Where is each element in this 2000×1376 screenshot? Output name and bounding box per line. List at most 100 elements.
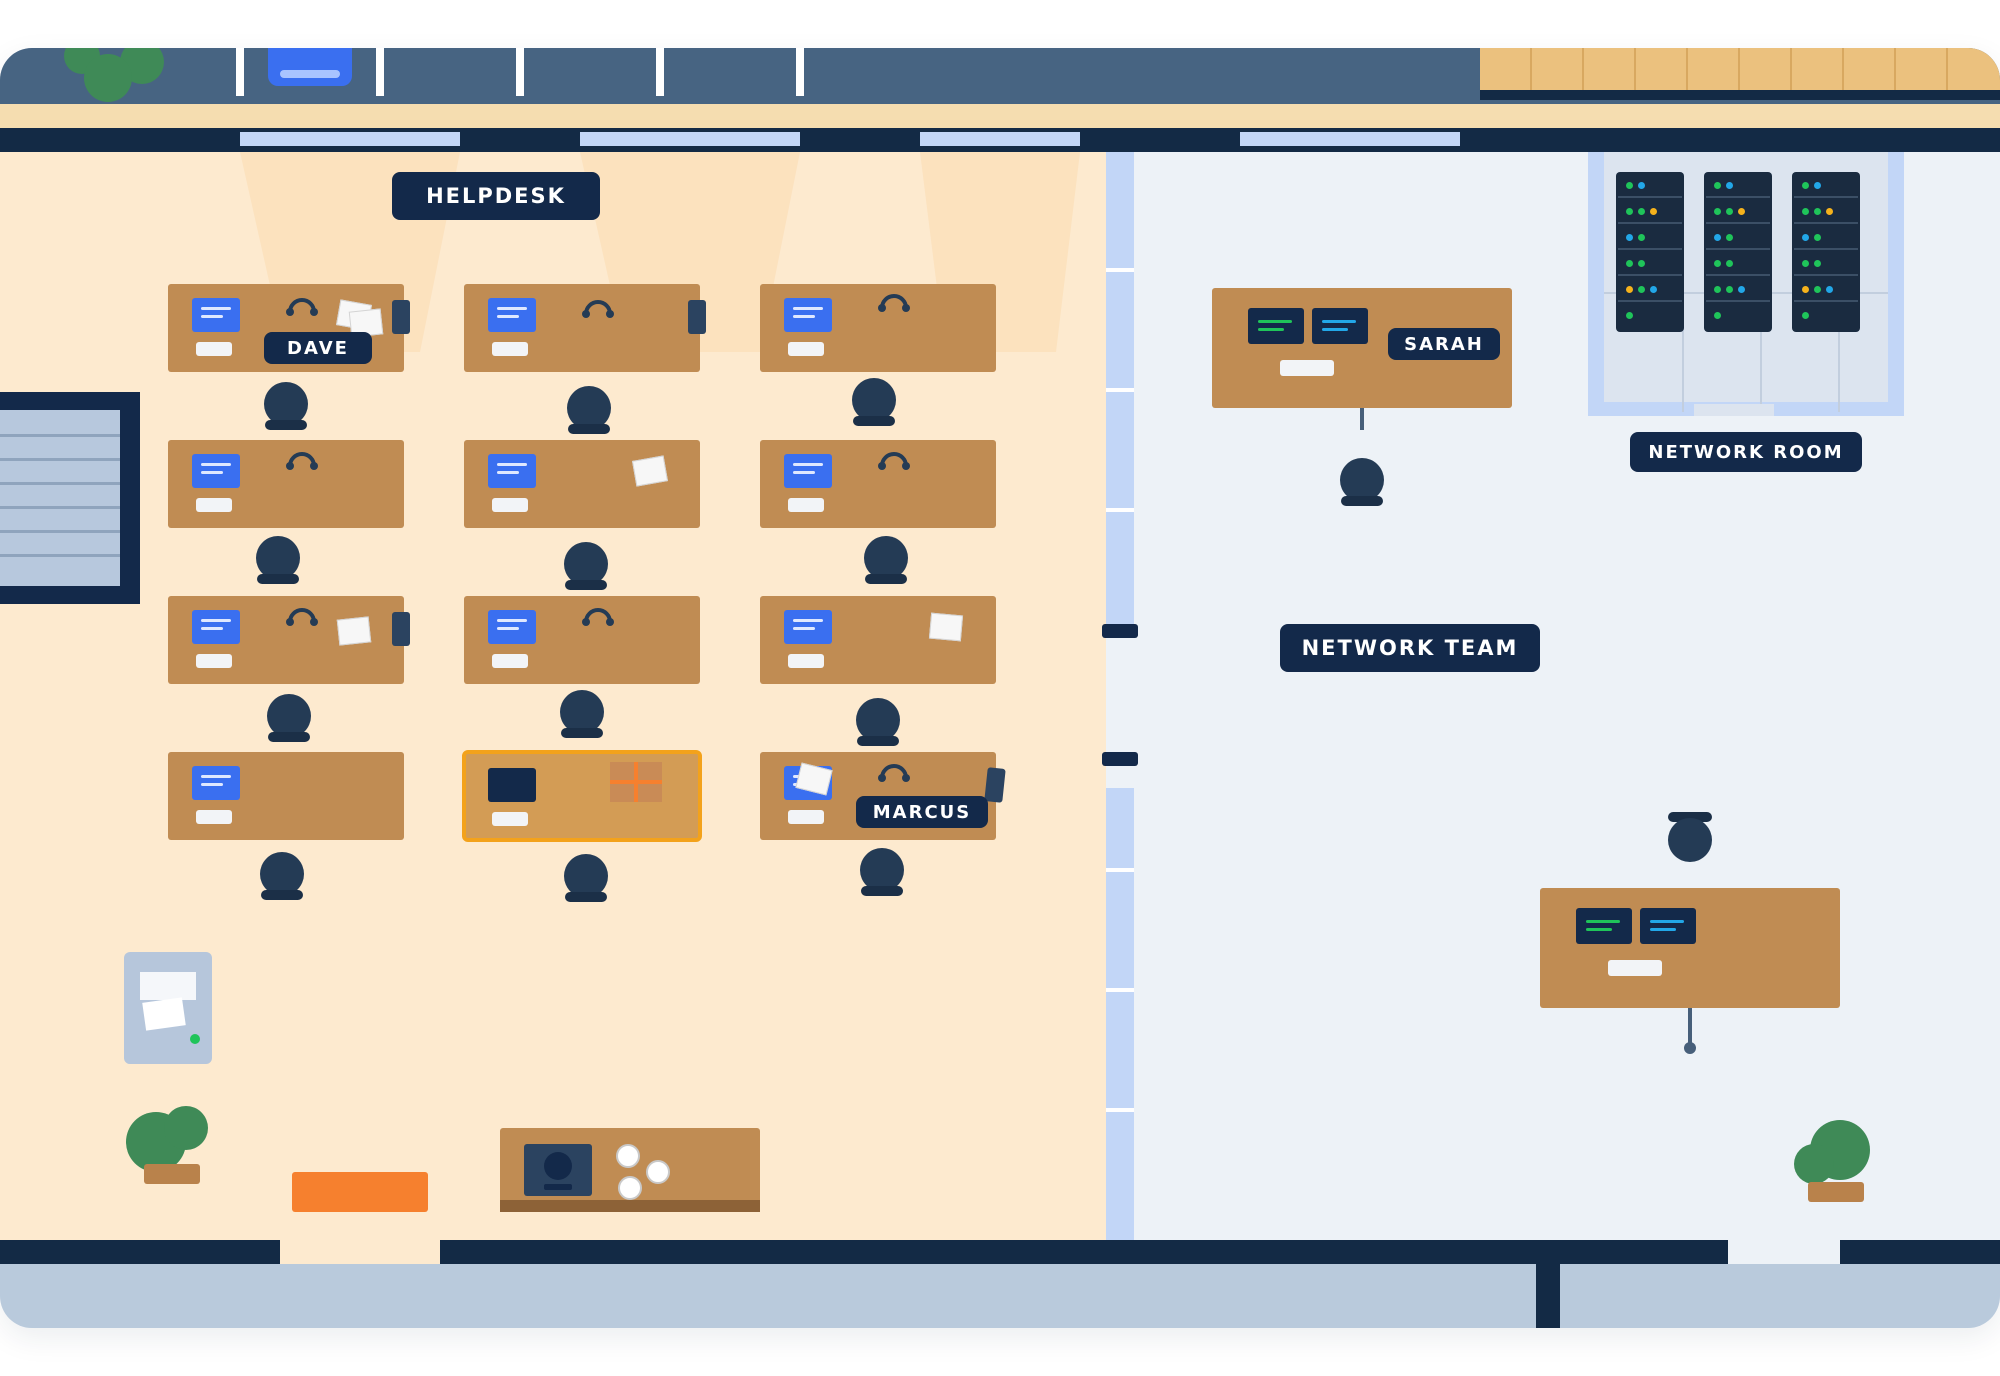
- cable: [1688, 1008, 1692, 1048]
- plant-icon: [126, 1106, 208, 1184]
- desk-r2-c3[interactable]: [760, 440, 996, 528]
- corridor-divider: [1536, 1264, 1560, 1328]
- bottom-wall: [1840, 1240, 2000, 1264]
- server-rack-icon[interactable]: [1792, 172, 1860, 332]
- phone-icon[interactable]: [984, 767, 1006, 803]
- headset-icon: [286, 298, 318, 316]
- bottom-wall: [0, 1240, 280, 1264]
- cup-icon[interactable]: [646, 1160, 670, 1184]
- keyboard-icon: [196, 498, 232, 512]
- name-tag-dave[interactable]: DAVE: [264, 332, 372, 364]
- phone-icon[interactable]: [392, 300, 410, 334]
- chair[interactable]: [852, 378, 896, 428]
- monitor-icon: [784, 298, 832, 332]
- chair[interactable]: [267, 694, 311, 744]
- entrance-mat: [292, 1172, 428, 1212]
- zone-label-network-team: NETWORK TEAM: [1280, 624, 1540, 672]
- window: [240, 132, 460, 146]
- cable: [1360, 408, 1364, 430]
- chair[interactable]: [264, 382, 308, 432]
- cup-icon[interactable]: [616, 1144, 640, 1168]
- chair[interactable]: [564, 854, 608, 904]
- parked-car[interactable]: [268, 48, 352, 86]
- headset-icon: [286, 452, 318, 470]
- door-handle[interactable]: [1102, 624, 1138, 638]
- server-rack-icon[interactable]: [1704, 172, 1772, 332]
- coffee-counter[interactable]: [500, 1128, 760, 1212]
- monitor-off-icon: [488, 768, 536, 802]
- headset-icon: [582, 608, 614, 626]
- printer-icon[interactable]: [124, 952, 212, 1064]
- chair[interactable]: [860, 848, 904, 898]
- chair[interactable]: [856, 698, 900, 748]
- desk-r1-c3[interactable]: [760, 284, 996, 372]
- desk-r3-c1[interactable]: [168, 596, 410, 684]
- desk-r1-c2[interactable]: [464, 284, 706, 372]
- keyboard-icon: [788, 498, 824, 512]
- monitor-icon: [784, 610, 832, 644]
- chair[interactable]: [1340, 458, 1384, 508]
- paper-icon[interactable]: [631, 455, 669, 487]
- desk-r2-c2[interactable]: [464, 440, 700, 528]
- exterior-wood-deck: [1480, 48, 2000, 90]
- monitor-icon: [1248, 308, 1304, 344]
- package-icon[interactable]: [610, 762, 662, 802]
- chair[interactable]: [560, 690, 604, 740]
- chair[interactable]: [864, 536, 908, 586]
- headset-icon: [878, 294, 910, 312]
- keyboard-icon: [788, 654, 824, 668]
- paper-icon[interactable]: [336, 616, 372, 646]
- desk-r4-c1[interactable]: [168, 752, 404, 840]
- monitor-icon: [488, 610, 536, 644]
- cup-icon[interactable]: [618, 1176, 642, 1200]
- desk-network-2[interactable]: [1540, 888, 1840, 1008]
- monitor-icon: [488, 454, 536, 488]
- window: [580, 132, 800, 146]
- chair[interactable]: [567, 386, 611, 436]
- partition-joint: [1106, 1108, 1134, 1112]
- desk-r3-c3[interactable]: [760, 596, 996, 684]
- partition-joint: [1106, 988, 1134, 992]
- chair[interactable]: [1668, 818, 1712, 862]
- keyboard-icon: [492, 498, 528, 512]
- partition-joint: [1106, 388, 1134, 392]
- partition-joint: [1106, 508, 1134, 512]
- network-entrance[interactable]: [1728, 1240, 1840, 1264]
- chair[interactable]: [564, 542, 608, 592]
- desk-r2-c1[interactable]: [168, 440, 404, 528]
- zone-label-helpdesk: HELPDESK: [392, 172, 600, 220]
- paper-icon[interactable]: [928, 612, 964, 642]
- network-room-door-gap[interactable]: [1694, 404, 1774, 416]
- cable-plug: [1684, 1042, 1696, 1054]
- monitor-icon: [1576, 908, 1632, 944]
- name-tag-sarah[interactable]: SARAH: [1388, 328, 1500, 360]
- headset-icon: [286, 608, 318, 626]
- selected-desk-r4-c2[interactable]: [462, 750, 702, 842]
- desk-r3-c2[interactable]: [464, 596, 700, 684]
- sidewalk: [0, 104, 2000, 128]
- chair[interactable]: [256, 536, 300, 586]
- office-floor-map: HELPDESK NETWORK TEAM NETWORK ROOM DAVE: [0, 48, 2000, 1328]
- monitor-icon: [192, 298, 240, 332]
- monitor-icon: [1312, 308, 1368, 344]
- phone-icon[interactable]: [392, 612, 410, 646]
- parking-line: [376, 48, 384, 96]
- monitor-icon: [192, 766, 240, 800]
- door-handle[interactable]: [1102, 752, 1138, 766]
- parking-line: [796, 48, 804, 96]
- partition-joint: [1106, 268, 1134, 272]
- keyboard-icon: [196, 654, 232, 668]
- parking-line: [516, 48, 524, 96]
- name-tag-marcus[interactable]: MARCUS: [856, 796, 988, 828]
- monitor-icon: [488, 298, 536, 332]
- monitor-icon: [1640, 908, 1696, 944]
- window: [920, 132, 1080, 146]
- helpdesk-entrance[interactable]: [280, 1240, 440, 1264]
- chair[interactable]: [260, 852, 304, 902]
- phone-icon[interactable]: [688, 300, 706, 334]
- plant-icon: [1794, 1120, 1870, 1202]
- headset-icon: [878, 764, 910, 782]
- parking-line: [236, 48, 244, 96]
- coffee-machine-icon[interactable]: [524, 1144, 592, 1196]
- server-rack-icon[interactable]: [1616, 172, 1684, 332]
